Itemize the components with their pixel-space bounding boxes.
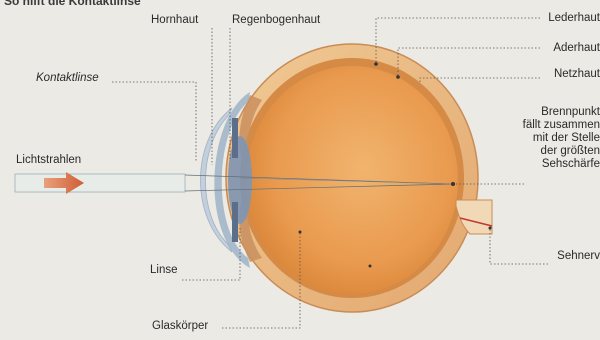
brennpunkt-line: mit der Stelle: [500, 132, 600, 145]
label-netzhaut: Netzhaut: [510, 68, 600, 81]
label-lederhaut: Lederhaut: [510, 12, 600, 25]
page-title: So hilft die Kontaktlinse: [4, 0, 141, 8]
label-sehnerv: Sehnerv: [510, 250, 600, 263]
eye-lens: [228, 136, 252, 224]
label-regenbogenhaut: Regenbogenhaut: [232, 14, 320, 27]
iris-lower: [232, 202, 238, 242]
label-linse: Linse: [150, 264, 178, 277]
label-brennpunkt: Brennpunkt fällt zusammen mit der Stelle…: [500, 106, 600, 171]
light-beam: [15, 174, 185, 192]
label-hornhaut: Hornhaut: [151, 14, 198, 27]
brennpunkt-line: Sehschärfe: [500, 158, 600, 171]
focal-point: [451, 182, 455, 186]
brennpunkt-line: der größten: [500, 145, 600, 158]
brennpunkt-line: fällt zusammen: [500, 119, 600, 132]
label-lichtstrahlen: Lichtstrahlen: [16, 154, 81, 167]
label-aderhaut: Aderhaut: [510, 42, 600, 55]
iris: [232, 118, 238, 158]
label-kontaktlinse: Kontaktlinse: [36, 72, 99, 85]
vitreous-body: [246, 66, 458, 294]
label-glaskoerper: Glaskörper: [152, 320, 208, 333]
brennpunkt-line: Brennpunkt: [500, 106, 600, 119]
